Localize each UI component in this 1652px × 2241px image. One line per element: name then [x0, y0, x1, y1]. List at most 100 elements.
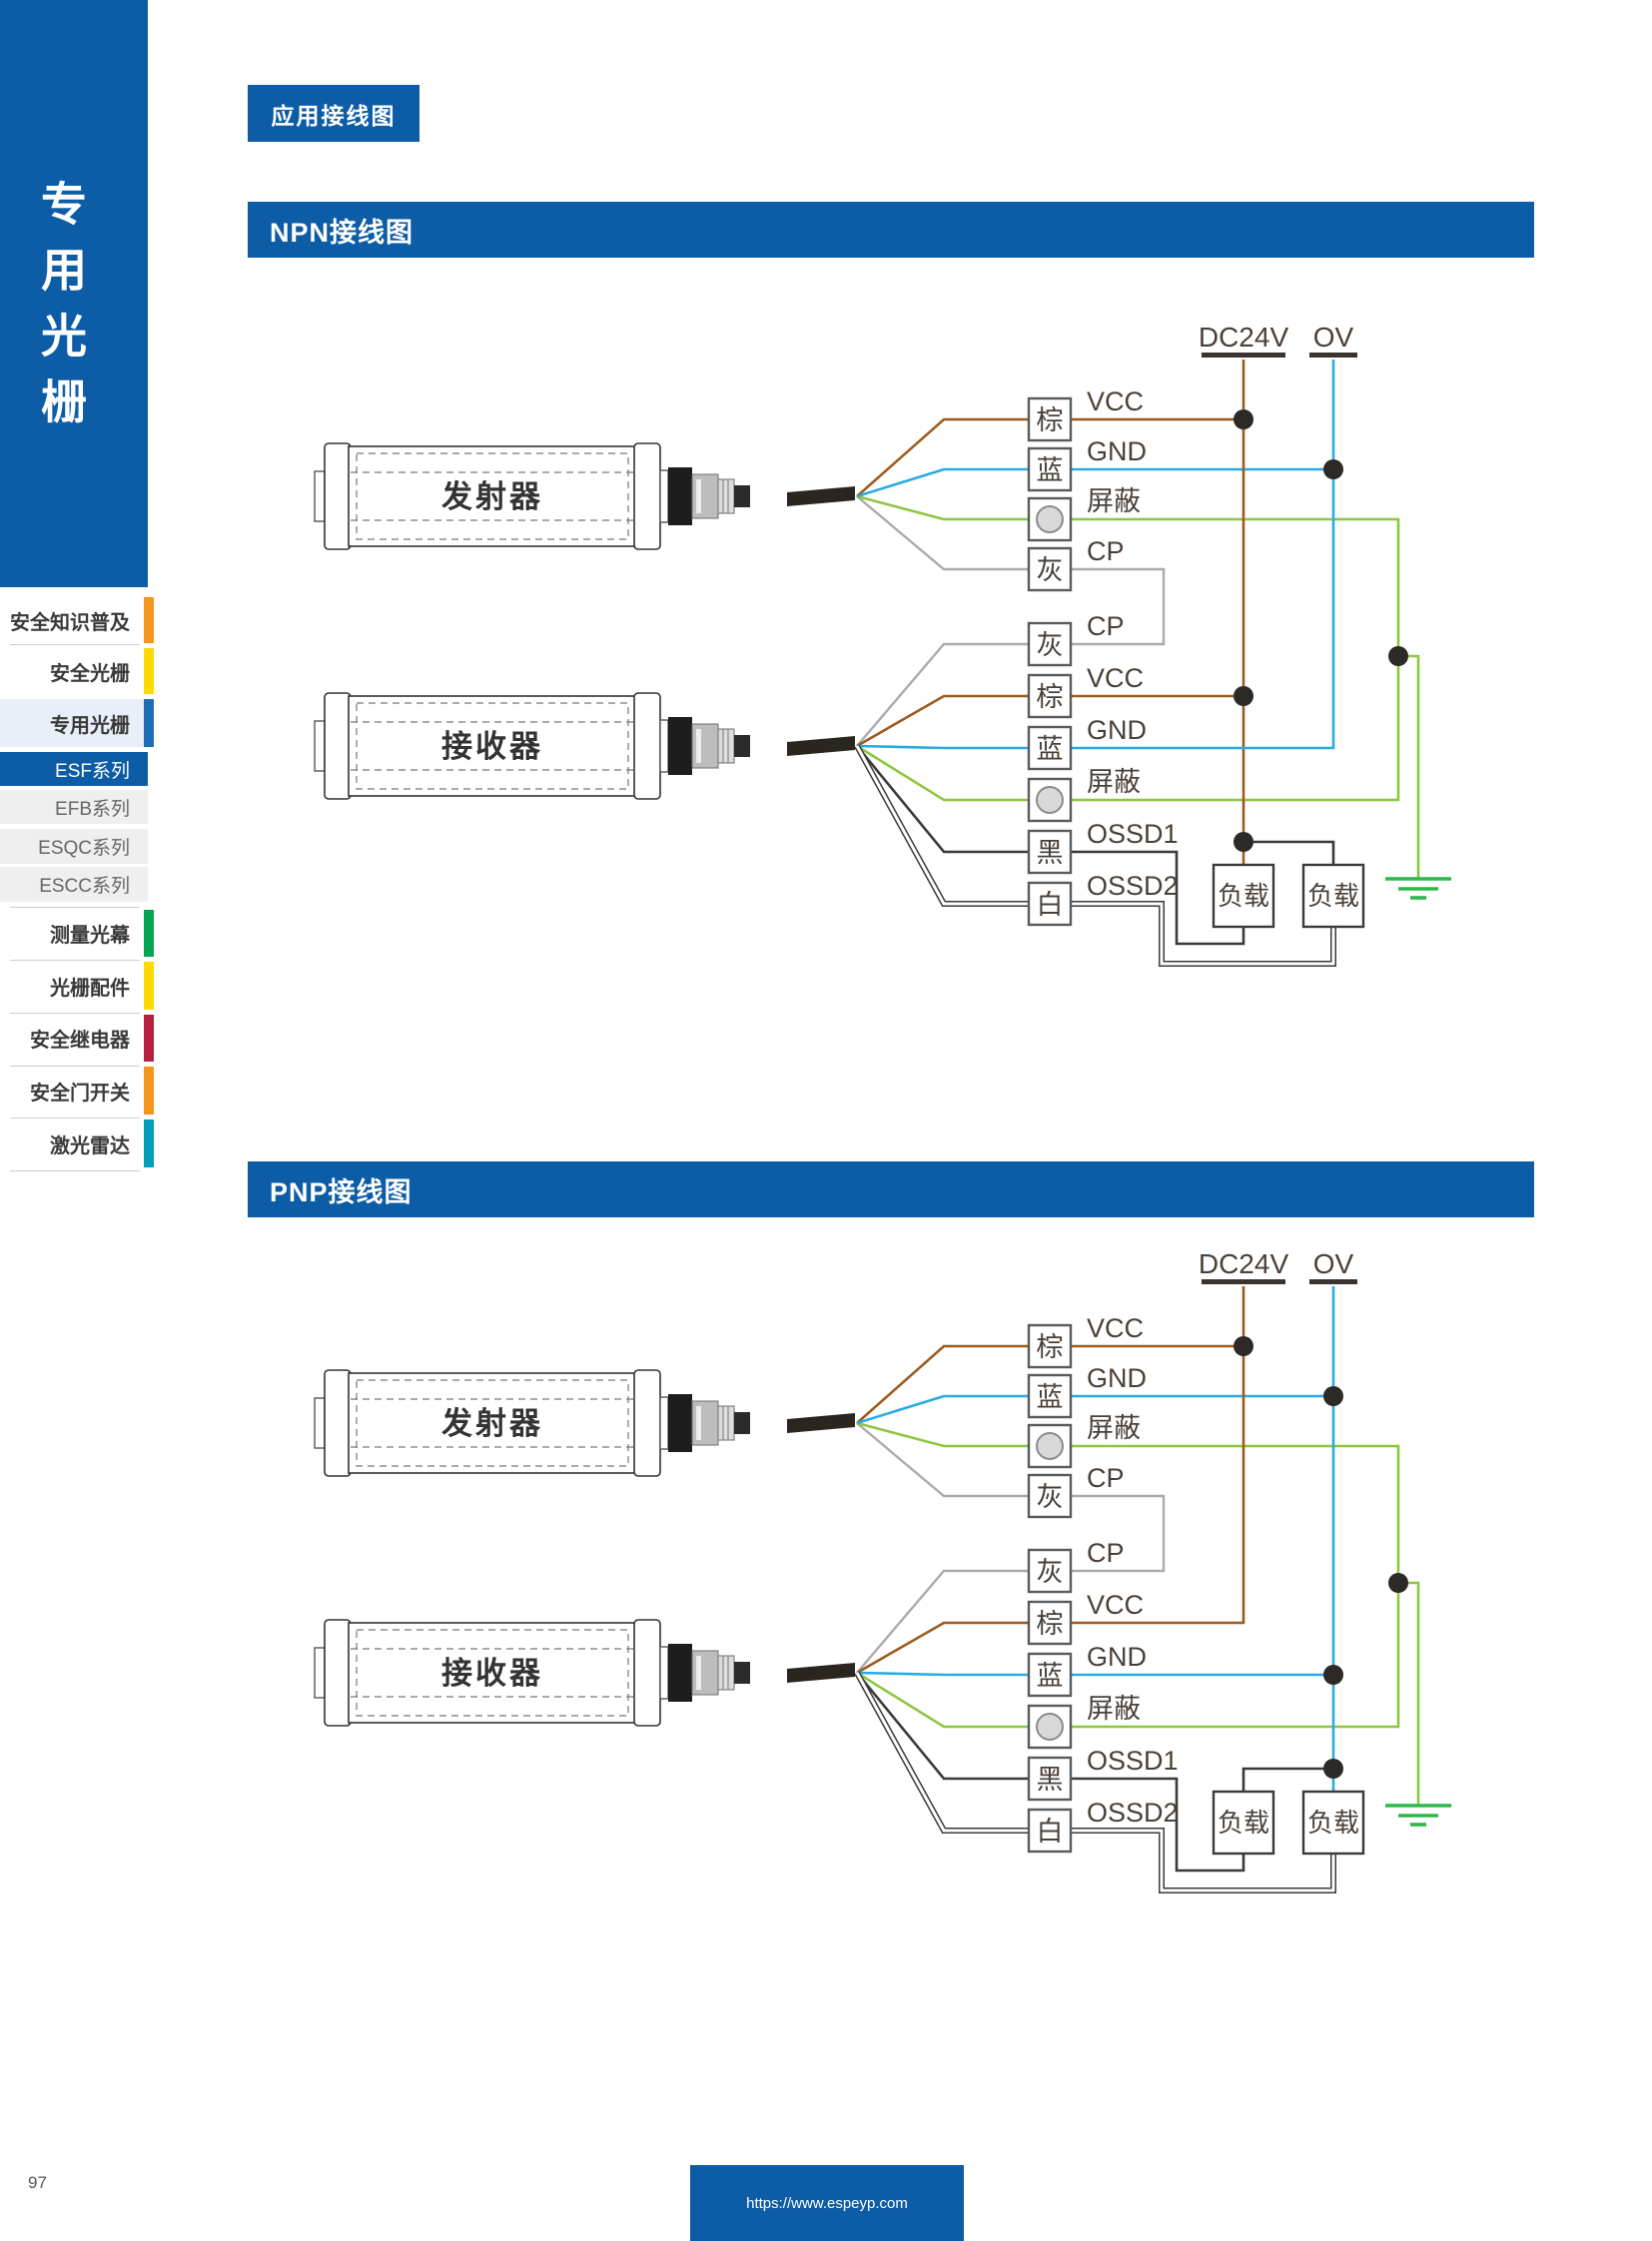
wire — [855, 745, 1245, 946]
sidebar-item-label: EFB系列 — [55, 798, 130, 820]
section-header-pnp: PNP接线图 — [248, 1161, 1534, 1217]
pin-box-gray: 灰 — [1027, 621, 1073, 667]
wire — [856, 467, 1333, 498]
pin-box-blue: 蓝 — [1027, 725, 1073, 771]
shield-icon — [1036, 786, 1064, 814]
cable-stub — [787, 736, 855, 756]
signal-label: 屏蔽 — [1087, 486, 1141, 516]
footer-url-box[interactable]: https://www.espeyp.com — [690, 2165, 964, 2241]
sidebar-item-measuring-curtain[interactable]: 测量光幕 — [0, 910, 154, 957]
ov-terminal — [1309, 353, 1357, 358]
signal-label: VCC — [1087, 1313, 1144, 1343]
wire — [855, 1672, 1245, 1872]
pin-box-green — [1027, 1704, 1073, 1750]
sidebar-item-special-curtain[interactable]: 专用光栅 — [0, 699, 154, 747]
sidebar-item-label: 安全知识普及 — [10, 611, 130, 634]
wire — [856, 1286, 1245, 1675]
sidebar-divider — [10, 1170, 140, 1171]
ov-label: OV — [1313, 1248, 1354, 1279]
pin-box-label: 棕 — [1037, 682, 1064, 712]
sidebar-item-esqc-series[interactable]: ESQC系列 — [0, 829, 148, 864]
pin-box-label: 棕 — [1037, 1332, 1064, 1362]
sidebar-divider — [10, 1118, 140, 1119]
pin-box-brown: 棕 — [1027, 1323, 1073, 1369]
pin-box-label: 黑 — [1037, 838, 1064, 868]
wire — [1241, 1767, 1333, 1792]
junction-dot — [1388, 1573, 1408, 1593]
sidebar-divider — [10, 960, 140, 961]
wire — [1398, 654, 1420, 879]
sidebar-item-safety-knowledge[interactable]: 安全知识普及 — [0, 597, 154, 643]
pin-box-brown: 棕 — [1027, 1600, 1073, 1646]
signal-label: GND — [1087, 1642, 1147, 1672]
sidebar-item-safety-relay[interactable]: 安全继电器 — [0, 1015, 154, 1062]
load-box: 负载 — [1301, 1790, 1365, 1856]
device-receiver: 接收器 — [314, 692, 855, 800]
load-label: 负载 — [1307, 881, 1359, 911]
pin-box-label: 黑 — [1037, 1765, 1064, 1795]
dc24v-terminal — [1202, 353, 1285, 358]
ov-label: OV — [1313, 322, 1354, 353]
wire — [856, 694, 1243, 748]
pin-box-gray: 灰 — [1027, 1548, 1073, 1594]
shield-icon — [1036, 505, 1064, 533]
dc24v-label: DC24V — [1199, 1248, 1289, 1279]
pin-box-gray: 灰 — [1027, 546, 1073, 592]
device-receiver: 接收器 — [314, 1619, 855, 1727]
sidebar-divider — [10, 1066, 140, 1067]
load-box: 负载 — [1301, 863, 1365, 929]
sidebar-item-esf-series[interactable]: ESF系列 — [0, 752, 148, 786]
color-bar — [144, 1067, 154, 1115]
color-bar — [144, 910, 154, 957]
sidebar-item-label: 光栅配件 — [50, 977, 130, 1000]
sidebar-item-laser-radar[interactable]: 激光雷达 — [0, 1120, 154, 1167]
pin-box-label: 蓝 — [1037, 455, 1064, 485]
npn-wiring-diagram: 负载负载棕VCC蓝GND屏蔽灰CP灰CP棕VCC蓝GND屏蔽黑OSSD1白OSS… — [314, 322, 1451, 967]
shield-icon — [1036, 1713, 1064, 1741]
wire — [855, 1672, 1335, 1892]
signal-label: GND — [1087, 715, 1147, 745]
wire — [856, 360, 1335, 750]
pin-box-label: 白 — [1037, 890, 1064, 920]
pin-box-green — [1027, 1423, 1073, 1469]
pin-box-black: 黑 — [1027, 1756, 1073, 1802]
junction-dot — [1323, 1665, 1343, 1685]
signal-label: VCC — [1087, 663, 1144, 693]
signal-label: 屏蔽 — [1087, 767, 1141, 797]
signal-label: GND — [1087, 436, 1147, 466]
pin-box-green — [1027, 496, 1073, 542]
wire — [856, 1671, 1333, 1677]
pin-box-label: 蓝 — [1037, 1661, 1064, 1691]
load-box: 负载 — [1212, 863, 1275, 929]
sidebar-item-label: 安全门开关 — [30, 1082, 130, 1105]
junction-dot — [1323, 1386, 1343, 1406]
pin-box-label: 灰 — [1037, 555, 1064, 585]
sidebar-item-efb-series[interactable]: EFB系列 — [0, 790, 148, 824]
signal-label: OSSD1 — [1087, 1746, 1179, 1776]
cable-stub — [787, 486, 855, 506]
signal-label: VCC — [1087, 386, 1144, 416]
sidebar-item-safety-door-switch[interactable]: 安全门开关 — [0, 1067, 154, 1115]
wire — [855, 745, 1335, 966]
wire — [856, 494, 1400, 802]
pin-box-black: 黑 — [1027, 829, 1073, 875]
sidebar-item-safety-curtain[interactable]: 安全光栅 — [0, 648, 154, 694]
cable-stub — [787, 1413, 855, 1433]
sidebar-item-curtain-accessories[interactable]: 光栅配件 — [0, 962, 154, 1010]
load-label: 负载 — [1307, 1808, 1359, 1838]
sidebar-item-label: ESF系列 — [55, 760, 130, 782]
pin-box-label: 白 — [1037, 1817, 1064, 1847]
dc24v-terminal — [1202, 1279, 1285, 1284]
pin-box-gray: 灰 — [1027, 1473, 1073, 1519]
wire — [854, 1671, 1336, 1893]
sidebar-item-escc-series[interactable]: ESCC系列 — [0, 867, 148, 902]
sidebar-divider — [10, 644, 140, 645]
pin-box-label: 蓝 — [1037, 1382, 1064, 1412]
device-label: 接收器 — [441, 729, 543, 764]
color-bar — [144, 699, 154, 747]
wire — [856, 1421, 1400, 1729]
device-label: 接收器 — [441, 1656, 543, 1691]
pin-box-label: 棕 — [1037, 1609, 1064, 1639]
dc24v-label: DC24V — [1199, 322, 1289, 353]
